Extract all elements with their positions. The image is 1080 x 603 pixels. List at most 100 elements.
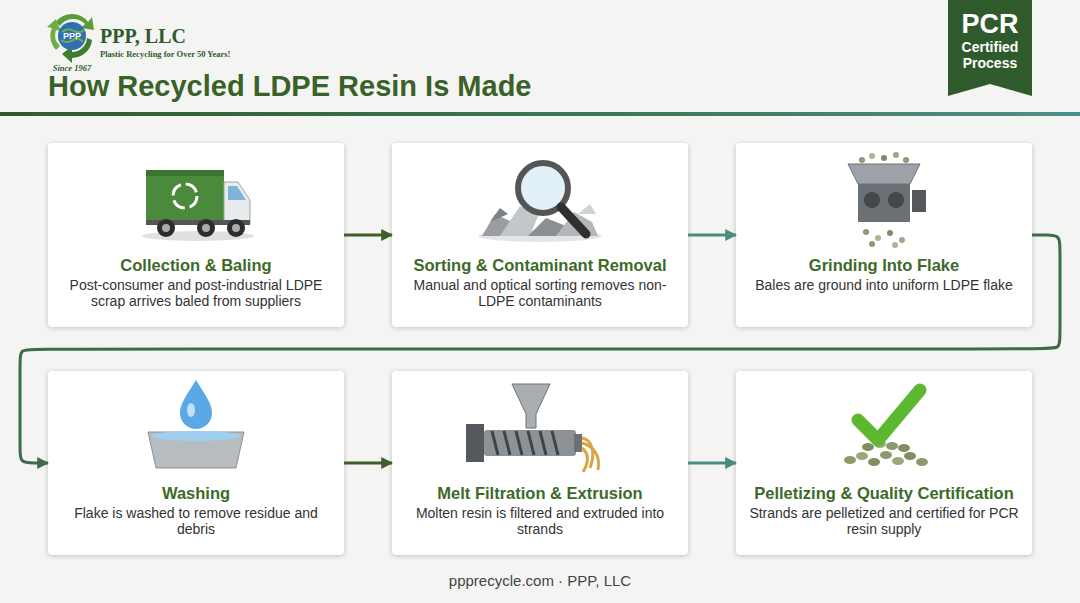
shredder-icon (869, 241, 875, 247)
pellets-check-icon (844, 390, 928, 466)
company-name: PPP, LLC (100, 25, 186, 48)
magnifier-icon (561, 207, 586, 234)
truck-icon (157, 219, 175, 237)
shredder-icon (893, 152, 899, 158)
flow-arrow (344, 234, 392, 237)
shredder-icon (869, 153, 875, 159)
shredder-icon (858, 184, 910, 222)
shredder-icon (899, 237, 905, 243)
logo-initials: PPP (58, 31, 86, 41)
tagline: Plastic Recycling for Over 50 Years! (100, 49, 230, 59)
process-box: Collection & BalingPost-consumer and pos… (48, 143, 344, 327)
truck-icon (146, 220, 250, 225)
truck-icon (173, 184, 197, 208)
truck-icon (227, 219, 245, 237)
logo-mark (62, 38, 92, 63)
pellets-check-icon (898, 444, 910, 452)
logo-mark (58, 22, 86, 50)
shredder-icon (863, 229, 869, 235)
shredder-icon (881, 155, 887, 161)
truck-icon (228, 186, 246, 200)
magnifier-icon (500, 206, 538, 236)
washing-icon (148, 432, 244, 468)
extruder-icon (484, 430, 576, 456)
pellets-check-icon (892, 457, 904, 465)
truck-icon (202, 224, 210, 232)
shredder-icon (859, 157, 865, 163)
caption: ppprecycle.com · PPP, LLC (0, 572, 1080, 589)
banner-shape (948, 0, 1032, 96)
shredder-icon (912, 190, 926, 212)
node-heading: Sorting & Contaminant Removal (400, 255, 680, 275)
shredder-icon (887, 230, 893, 236)
node-body: Flake is washed to remove residue and de… (56, 505, 336, 537)
truck-icon (142, 231, 254, 241)
node-heading: PCR (948, 9, 1032, 39)
shredder-icon (875, 235, 881, 241)
shredder-icon (848, 164, 920, 184)
shredder-icon (848, 152, 926, 248)
truck-icon (162, 224, 170, 232)
flow-arrow (688, 234, 736, 237)
logo-mark (56, 14, 94, 30)
magnifier-icon (482, 214, 512, 236)
flow-arrow (20, 235, 1060, 463)
pellets-check-icon (868, 458, 880, 466)
magnifier-icon (490, 208, 508, 222)
separator-line (0, 112, 1080, 116)
pellets-check-icon (856, 452, 868, 460)
node-body: Manual and optical sorting removes non-L… (400, 277, 680, 309)
process-box: Melt Filtration & ExtrusionMolten resin … (392, 371, 688, 555)
truck-icon (224, 182, 250, 224)
truck-icon (146, 170, 224, 222)
logo-mark (47, 19, 61, 50)
truck-icon (146, 170, 224, 176)
extruder-icon (574, 434, 582, 452)
node-heading: Melt Filtration & Extrusion (400, 483, 680, 503)
node-heading: Grinding Into Flake (744, 255, 1024, 275)
extruder-icon (492, 431, 558, 455)
flow-arrow (344, 462, 392, 465)
process-box: WashingFlake is washed to remove residue… (48, 371, 344, 555)
pellets-check-icon (880, 451, 892, 459)
founding-year: Since 1967 (44, 63, 100, 73)
washing-icon (187, 403, 195, 417)
magnifier-icon (478, 230, 602, 242)
node-heading: Washing (56, 483, 336, 503)
magnifier-icon (578, 204, 596, 214)
extruder-icon (582, 438, 598, 472)
logo-mark (47, 14, 94, 63)
truck-icon (232, 224, 240, 232)
washing-icon (152, 431, 240, 441)
magnifier-icon (528, 218, 566, 236)
washing-icon (180, 380, 212, 429)
node-heading: Collection & Baling (56, 255, 336, 275)
extruder-icon (512, 384, 550, 428)
pellets-check-icon (858, 390, 920, 440)
truck-icon (197, 219, 215, 237)
washing-icon (148, 380, 244, 468)
diagram-title: How Recycled LDPE Resin Is Made (48, 70, 531, 103)
node-body: Post-consumer and post-industrial LDPE s… (56, 277, 336, 309)
pellets-check-icon (904, 452, 916, 460)
magnifier-icon (478, 163, 602, 242)
flow-arrow (688, 462, 736, 465)
pellets-check-icon (886, 442, 898, 450)
pellets-check-icon (862, 443, 874, 451)
node-body: Bales are ground into uniform LDPE flake (744, 277, 1024, 293)
shredder-icon (892, 242, 898, 248)
pellets-check-icon (874, 440, 886, 448)
process-box: Grinding Into FlakeBales are ground into… (736, 143, 1032, 327)
shredder-icon (864, 192, 880, 208)
magnifier-icon (556, 212, 598, 236)
node-body: Certified Process (948, 39, 1032, 71)
extruder-icon (466, 424, 484, 462)
process-box: Sorting & Contaminant RemovalManual and … (392, 143, 688, 327)
pellets-check-icon (844, 456, 856, 464)
extruder-icon (466, 384, 598, 472)
node-heading: Pelletizing & Quality Certification (744, 483, 1024, 503)
shredder-icon (903, 157, 909, 163)
truck-icon (142, 170, 254, 241)
node-body: Molten resin is filtered and extruded in… (400, 505, 680, 537)
